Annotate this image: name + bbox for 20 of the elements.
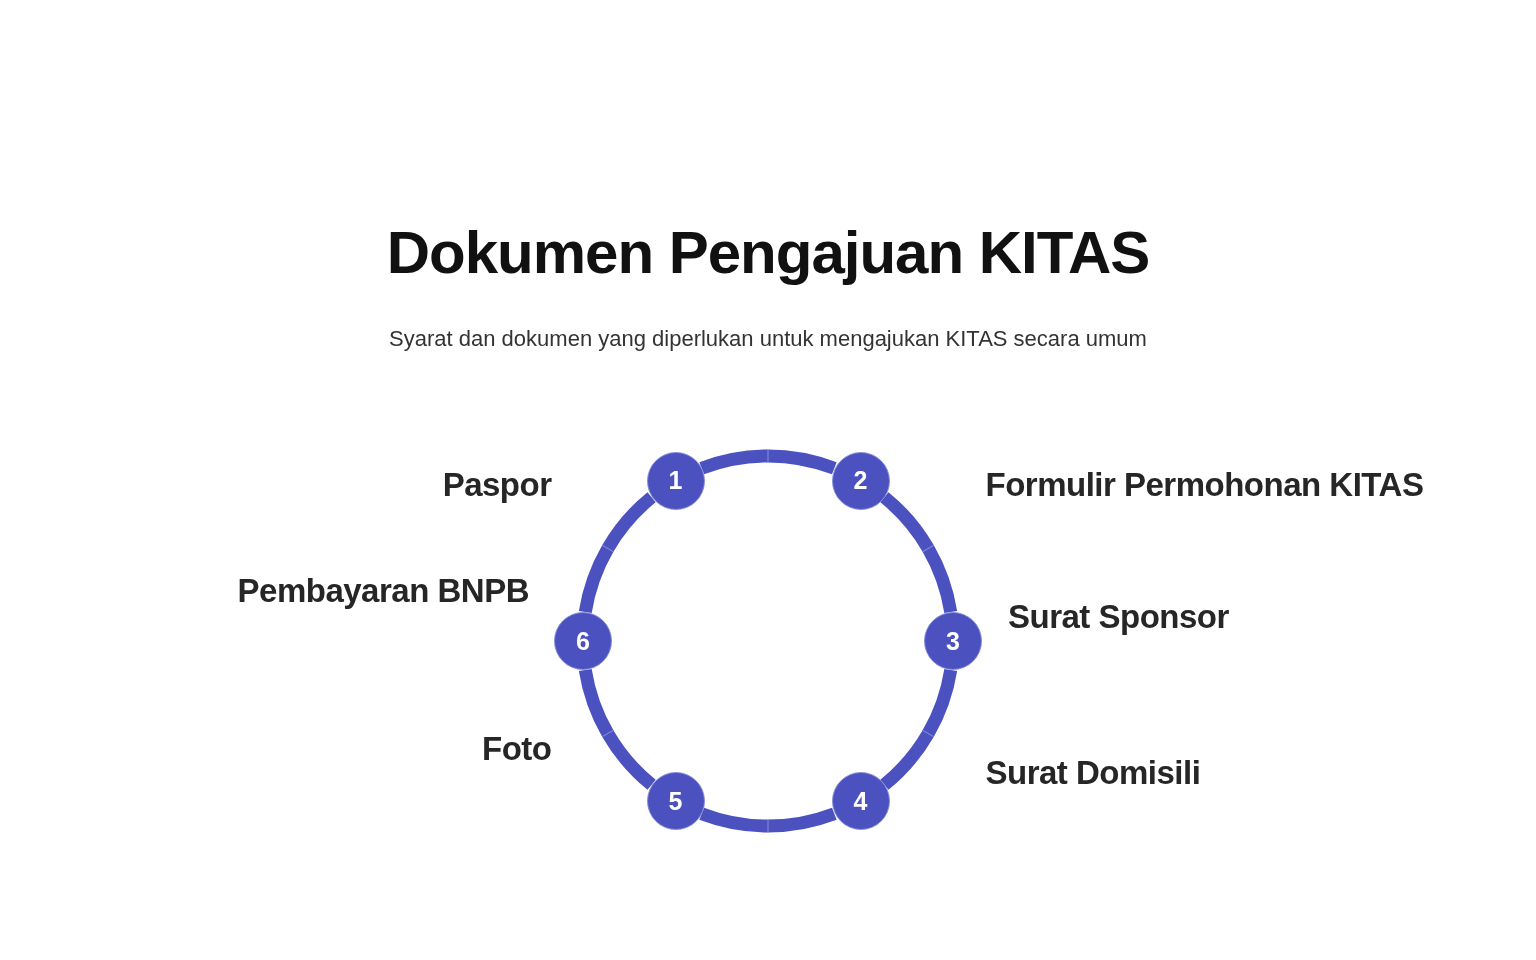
step-number: 4: [853, 788, 868, 814]
document-label: Pembayaran BNPB: [237, 572, 529, 610]
ring-segment: [578, 668, 656, 790]
document-label: Surat Sponsor: [1008, 598, 1229, 636]
document-label: Surat Domisili: [985, 754, 1201, 793]
document-label: Foto: [482, 730, 552, 769]
ring-segment: [578, 492, 656, 614]
title: Dokumen Pengajuan KITAS: [386, 219, 1150, 286]
document-label: Formulir Permohonan KITAS: [985, 465, 1424, 504]
ring-segment: [699, 449, 837, 475]
step-number: 3: [946, 628, 960, 654]
ring-segment: [699, 807, 837, 833]
step-number: 2: [853, 468, 868, 494]
subtitle: Syarat dan dokumen yang diperlukan untuk mengajukan KITAS secara umum: [389, 326, 1147, 351]
ring-segment: [880, 492, 958, 614]
ring-segment: [880, 668, 958, 790]
document-label: Paspor: [442, 465, 552, 504]
step-number: 1: [668, 468, 683, 494]
step-number: 5: [668, 788, 683, 814]
step-number: 6: [576, 628, 590, 654]
